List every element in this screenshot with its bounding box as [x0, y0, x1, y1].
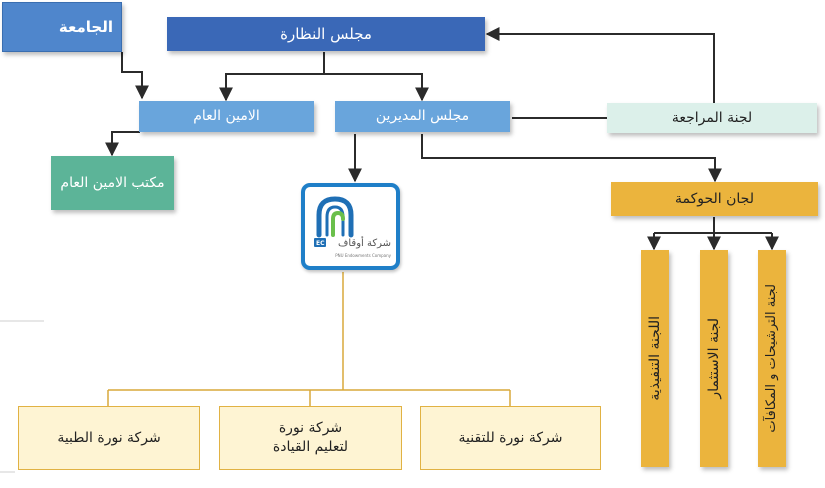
noura-leadership-label: شركة نورة لتعليم القيادة — [272, 420, 349, 455]
trustees-to-secretary-connector — [219, 52, 325, 102]
noura-leadership-box: شركة نورة لتعليم القيادة — [219, 406, 402, 470]
executive-committee-label: اللجنة التنفيذية — [646, 316, 663, 401]
investment-committee-box: لجنة الاستثمار — [700, 250, 728, 467]
logo-badge: EC — [316, 240, 325, 247]
governance-committees-label: لجان الحوكمة — [675, 190, 754, 207]
university-to-secretary-connector — [121, 52, 149, 100]
board-of-trustees-box: مجلس النظارة — [167, 17, 485, 51]
nominations-committee-label: لجنة الترشيحات و المكافآت — [764, 284, 780, 433]
secretary-office-label: مكتب الامين العام — [60, 174, 165, 191]
noura-medical-box: شركة نورة الطبية — [18, 406, 200, 470]
noura-medical-label: شركة نورة الطبية — [57, 429, 161, 446]
logo-name-ar: شركة أوقاف — [338, 238, 391, 249]
endowments-arch-icon — [314, 196, 354, 247]
secretary-general-label: الامين العام — [193, 108, 260, 125]
executive-committee-box: اللجنة التنفيذية — [641, 250, 669, 467]
board-of-trustees-label: مجلس النظارة — [280, 24, 372, 43]
governance-committees-box: لجان الحوكمة — [611, 182, 818, 216]
university-box: الجامعة — [2, 2, 122, 52]
audit-committee-label: لجنة المراجعة — [671, 109, 753, 126]
board-of-directors-label: مجلس المديرين — [375, 108, 470, 125]
board-of-directors-box: مجلس المديرين — [335, 101, 510, 132]
audit-committee-box: لجنة المراجعة — [607, 103, 817, 133]
nominations-committee-box: لجنة الترشيحات و المكافآت — [758, 250, 786, 467]
university-label: الجامعة — [58, 18, 113, 36]
endowments-company-logo: EC شركة أوقاف PNU Endowments Company — [301, 183, 400, 270]
logo-name-en: PNU Endowments Company — [335, 253, 391, 258]
secretary-office-box: مكتب الامين العام — [51, 156, 174, 210]
noura-tech-box: شركة نورة للتقنية — [420, 406, 601, 470]
investment-committee-label: لجنة الاستثمار — [705, 318, 722, 399]
directors-to-governance-connector — [421, 134, 722, 183]
secretary-general-box: الامين العام — [139, 101, 314, 132]
noura-tech-label: شركة نورة للتقنية — [458, 429, 563, 446]
audit-to-trustees-connector — [485, 27, 715, 103]
secretary-to-office-connector — [105, 131, 140, 157]
trustees-to-directors-connector — [324, 73, 429, 102]
